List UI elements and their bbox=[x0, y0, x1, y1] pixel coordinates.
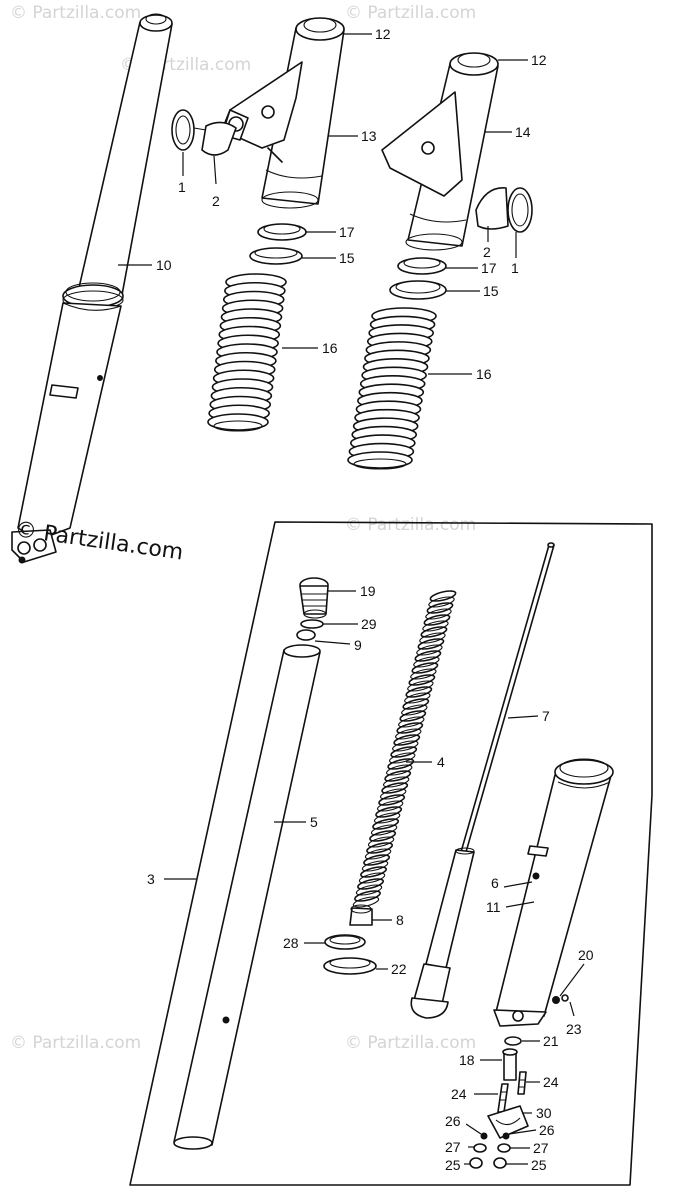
watermark-text: © Partzilla.com bbox=[345, 1033, 476, 1053]
part-23-washer bbox=[561, 994, 569, 1002]
copyright-text: © Partzilla.com bbox=[13, 517, 185, 565]
part-16-fork-boot-right bbox=[347, 307, 437, 470]
callout-9: 9 bbox=[354, 637, 362, 653]
callout-7: 7 bbox=[542, 708, 550, 724]
callout-24: 24 bbox=[543, 1074, 559, 1090]
callout-25: 25 bbox=[531, 1157, 547, 1173]
callout-4: 4 bbox=[437, 754, 445, 770]
callout-10: 10 bbox=[156, 257, 172, 273]
watermark-text: © Partzilla.com bbox=[10, 1033, 141, 1053]
rings-right bbox=[389, 257, 447, 300]
callout-1: 1 bbox=[511, 260, 519, 276]
callout-12: 12 bbox=[531, 52, 547, 68]
part-19-cap-bolt bbox=[299, 577, 329, 619]
callout-16: 16 bbox=[322, 340, 338, 356]
part-10-fork-leg bbox=[11, 13, 173, 564]
callout-26: 26 bbox=[539, 1122, 555, 1138]
callout-23: 23 bbox=[566, 1021, 582, 1037]
callout-5: 5 bbox=[310, 814, 318, 830]
part-18-socket-bolt bbox=[502, 1048, 518, 1081]
part-16-fork-boot-left bbox=[207, 273, 287, 432]
callout-29: 29 bbox=[361, 616, 377, 632]
callout-15: 15 bbox=[339, 250, 355, 266]
callout-17: 17 bbox=[481, 260, 497, 276]
part-4-fork-spring bbox=[352, 590, 457, 908]
callout-15: 15 bbox=[483, 283, 499, 299]
callout-16: 16 bbox=[476, 366, 492, 382]
callout-14: 14 bbox=[515, 124, 531, 140]
part-5-inner-tube bbox=[173, 644, 321, 1150]
callout-21: 21 bbox=[543, 1033, 559, 1049]
part-22-oil-lock-piece bbox=[323, 957, 377, 975]
callout-12: 12 bbox=[375, 26, 391, 42]
part-26-27-25-washers-nuts bbox=[469, 1132, 511, 1169]
part-1-2-reflector-right bbox=[475, 187, 533, 233]
callout-20: 20 bbox=[578, 947, 594, 963]
callout-3: 3 bbox=[147, 871, 155, 887]
part-28-piston-ring bbox=[324, 934, 366, 950]
callout-27: 27 bbox=[445, 1139, 461, 1155]
callout-11: 11 bbox=[486, 899, 501, 915]
callout-24: 24 bbox=[451, 1086, 467, 1102]
callout-18: 18 bbox=[459, 1052, 475, 1068]
callout-30: 30 bbox=[536, 1105, 552, 1121]
part-13-upper-cover-left bbox=[221, 17, 345, 209]
callout-25: 25 bbox=[445, 1157, 461, 1173]
watermark-text: © Partzilla.com bbox=[345, 515, 476, 535]
part-14-upper-cover-right bbox=[381, 52, 499, 251]
watermark-text: © Partzilla.com bbox=[345, 3, 476, 23]
rings-left bbox=[249, 223, 307, 265]
callout-1: 1 bbox=[178, 179, 186, 195]
callout-19: 19 bbox=[360, 583, 376, 599]
part-9-collar bbox=[296, 629, 316, 641]
part-7-damper-rod bbox=[410, 542, 555, 1019]
callout-8: 8 bbox=[396, 912, 404, 928]
callout-2: 2 bbox=[212, 193, 220, 209]
part-30-axle-holder bbox=[487, 1105, 529, 1139]
callout-28: 28 bbox=[283, 935, 299, 951]
part-1-2-reflector-left bbox=[171, 109, 237, 156]
callout-2: 2 bbox=[483, 244, 491, 260]
part-8-spring-seat bbox=[349, 904, 373, 926]
callout-22: 22 bbox=[391, 961, 407, 977]
part-6-outer-tube bbox=[493, 758, 614, 1027]
group-border bbox=[129, 521, 653, 1186]
part-21-gasket bbox=[504, 1036, 522, 1046]
part-29-o-ring bbox=[300, 619, 324, 629]
callout-6: 6 bbox=[491, 875, 499, 891]
callout-26: 26 bbox=[445, 1113, 461, 1129]
part-20-drain-screw bbox=[552, 996, 560, 1004]
callout-13: 13 bbox=[361, 128, 377, 144]
callouts: 1 2 12 13 17 15 16 10 12 14 2 1 17 15 16… bbox=[118, 26, 594, 1173]
watermark-text: © Partzilla.com bbox=[10, 3, 141, 23]
callout-27: 27 bbox=[533, 1140, 549, 1156]
callout-17: 17 bbox=[339, 224, 355, 240]
